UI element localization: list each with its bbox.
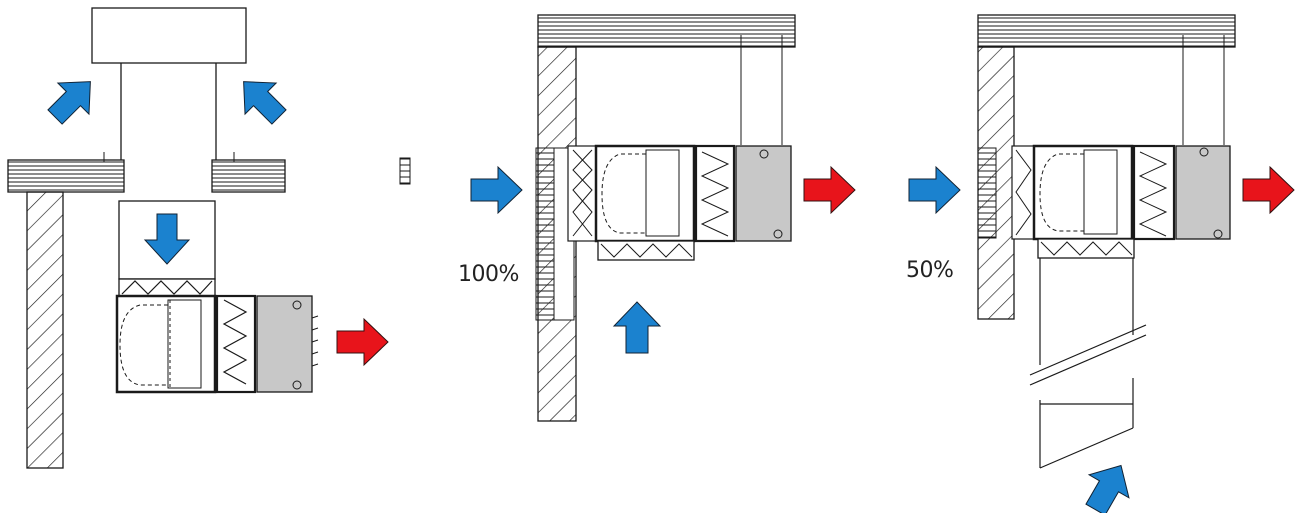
unit-coil-section-scene3 [1132, 144, 1176, 241]
unit-panel-scene2 [735, 145, 792, 242]
unit-fan-section [115, 294, 217, 394]
unit-fan-section-scene2 [594, 144, 696, 243]
unit-panel-scene3 [1175, 145, 1231, 240]
fresh-air-50-label: 50% [906, 258, 954, 283]
unit-coil-section [215, 294, 257, 394]
scene-roof-intake [7, 7, 389, 469]
return-arrow-up-scene2-icon [612, 301, 662, 354]
return-arrow-scene3-icon [1085, 464, 1130, 513]
scene-wall-half [908, 14, 1295, 513]
intake-arrow-left-icon [47, 81, 91, 125]
unit-fan-section-scene3 [1032, 144, 1134, 241]
wall-grille-small [399, 157, 411, 185]
ceiling-slab-scene3 [977, 14, 1236, 48]
intake-arrow-scene2-icon [470, 165, 523, 215]
roof-hood [91, 7, 247, 64]
fresh-air-100-label: 100% [458, 262, 519, 287]
intake-arrow-right-icon [243, 81, 287, 125]
intake-arrow-down-icon [143, 213, 191, 265]
scene-wall-full [470, 14, 856, 422]
roof-slab-left [7, 159, 125, 193]
supply-arrow-scene2-icon [803, 165, 856, 215]
intake-arrow-scene3-icon [908, 165, 961, 215]
ceiling-slab-scene2 [537, 14, 796, 48]
unit-panel [256, 295, 313, 393]
roof-slab-right [211, 159, 286, 193]
supply-arrow-scene1-icon [336, 317, 389, 367]
wall-scene1 [26, 191, 64, 469]
supply-arrow-scene3-icon [1242, 165, 1295, 215]
